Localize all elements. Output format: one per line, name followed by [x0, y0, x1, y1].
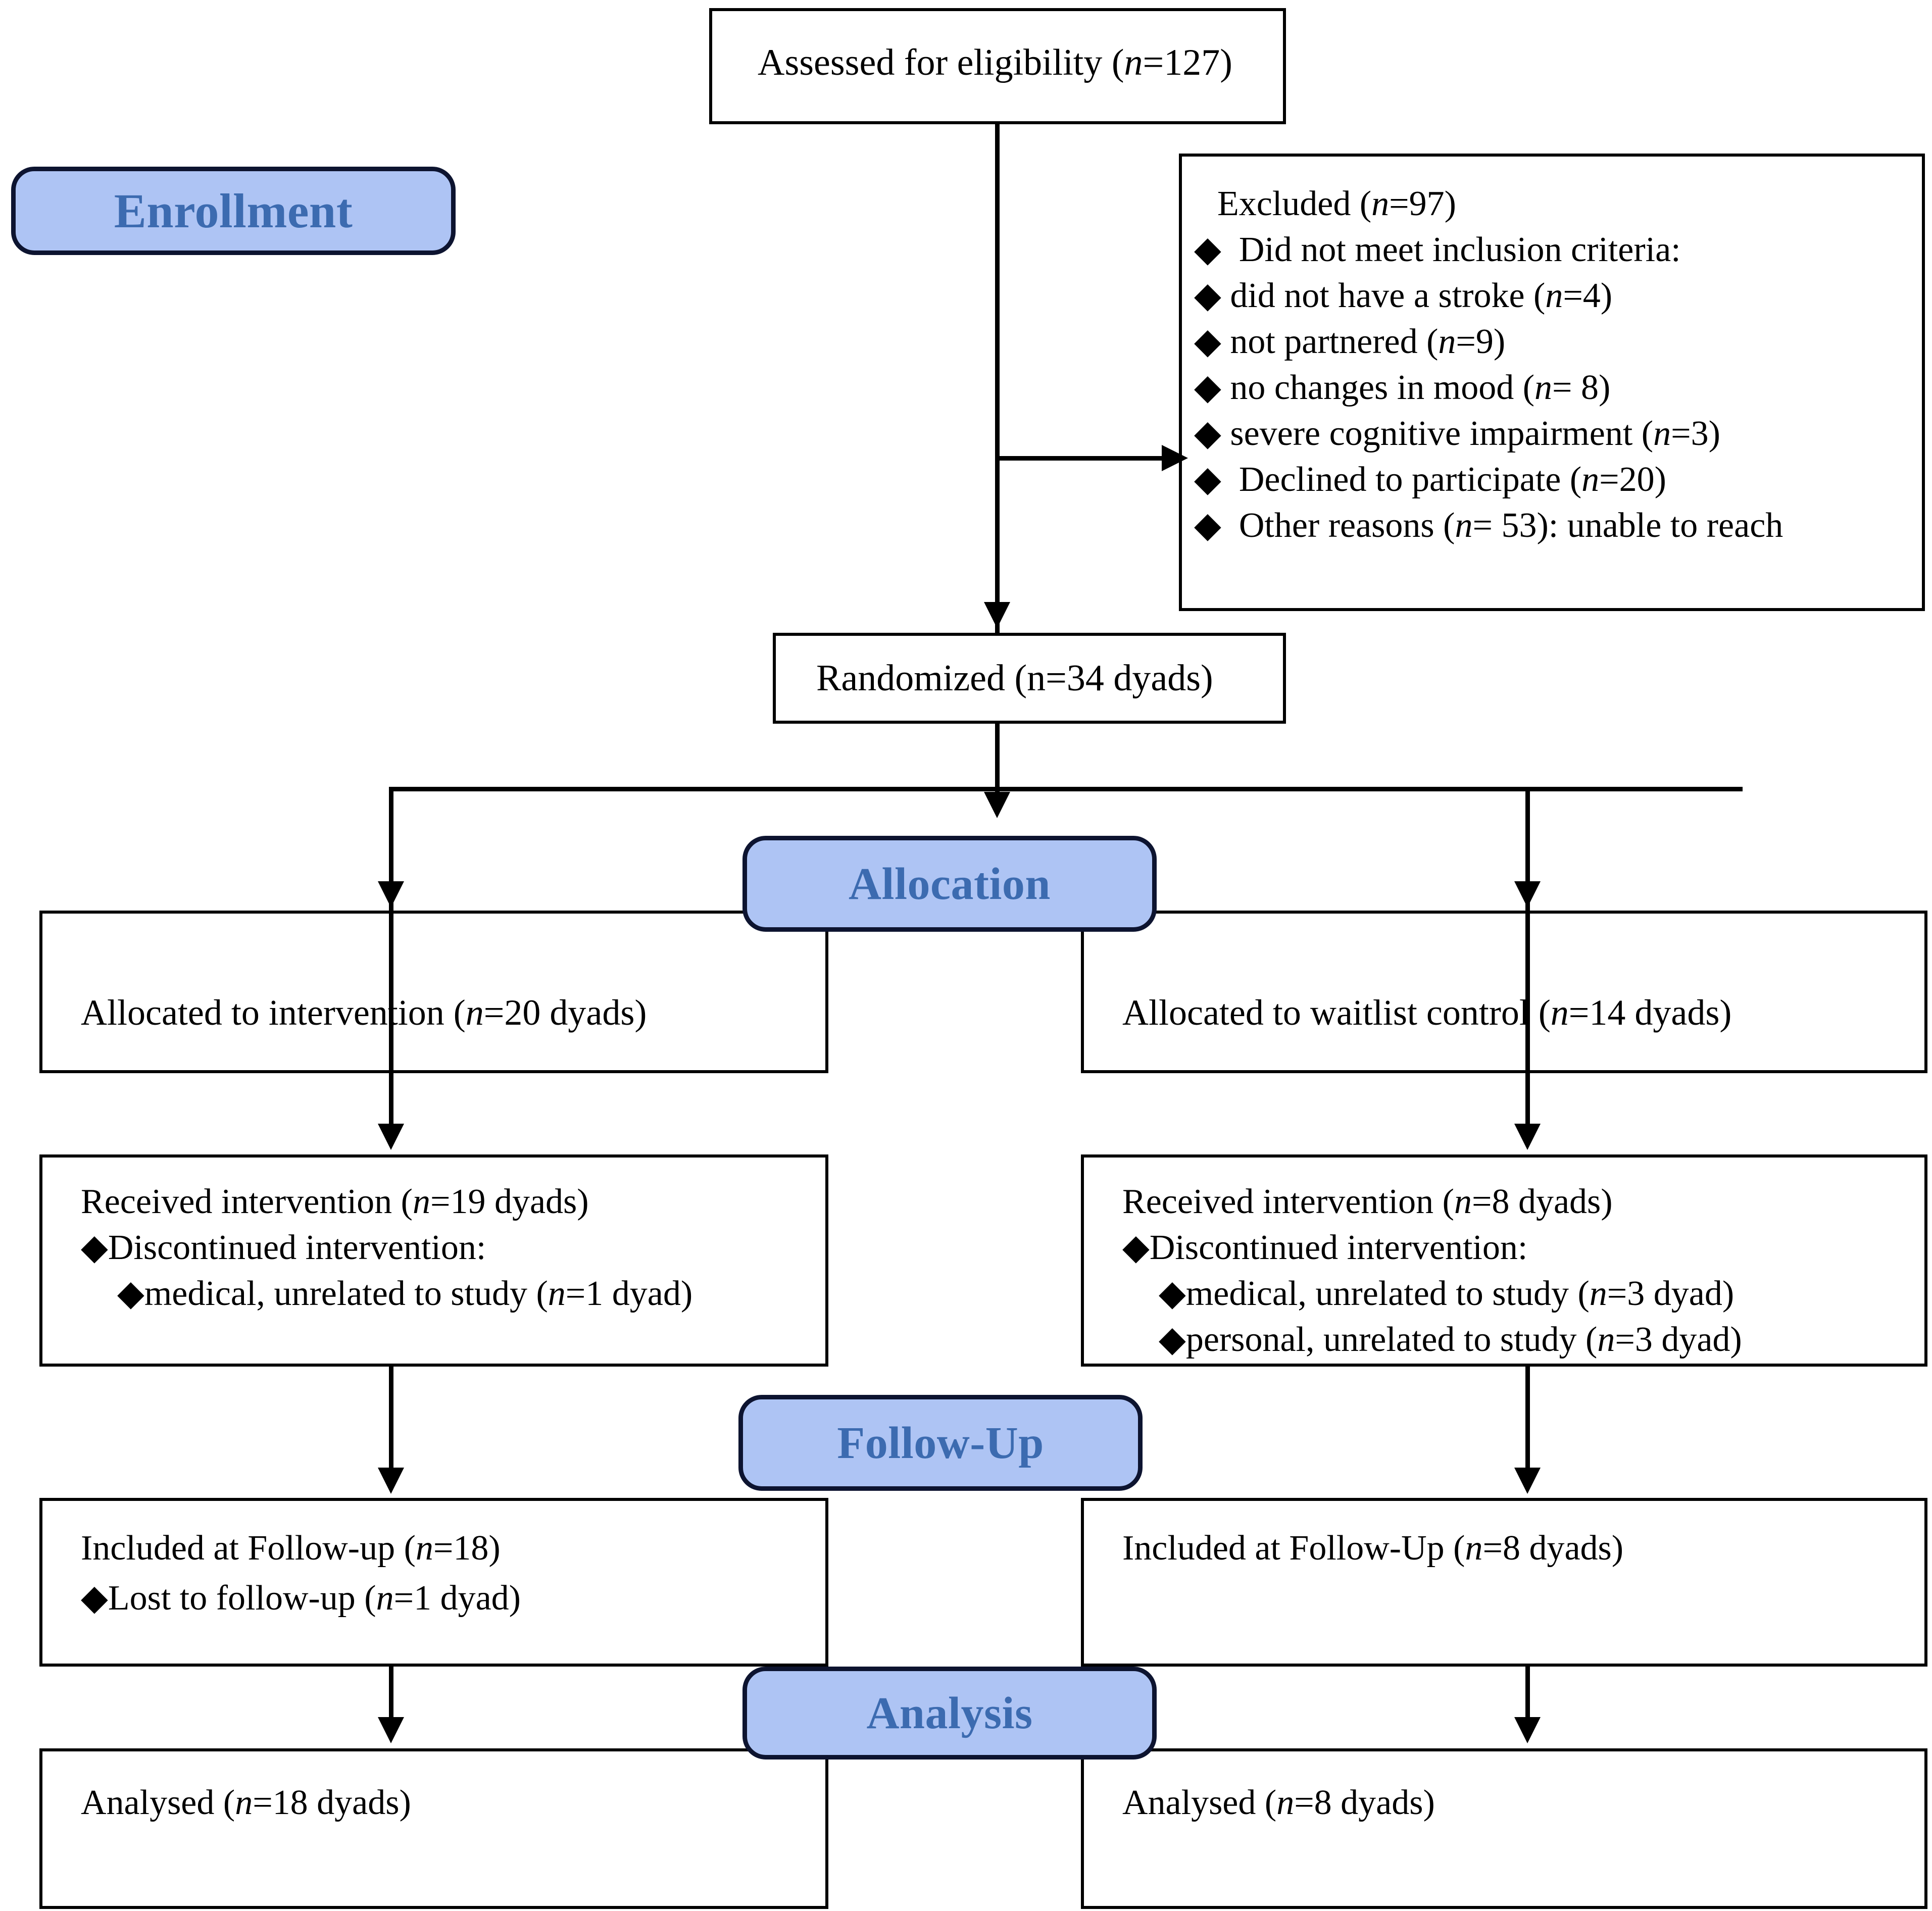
arrow-allocation-left [378, 881, 404, 908]
box-followup-left: Included at Follow-up (n=18) ◆Lost to fo… [39, 1498, 828, 1667]
arrow-assessed-to-randomized [984, 602, 1010, 628]
stage-badge-analysis-label: Analysis [866, 1688, 1033, 1738]
diamond-bullet-icon: ◆ [1159, 1320, 1186, 1359]
analysed-left-text: Analysed (n=18 dyads) [81, 1783, 411, 1822]
box-analysed-right: Analysed (n=8 dyads) [1081, 1748, 1927, 1909]
received-right-item: ◆Discontinued intervention: [1122, 1228, 1528, 1267]
arrow-left-followup-to-analysed [378, 1717, 404, 1743]
box-analysed-left: Analysed (n=18 dyads) [39, 1748, 828, 1909]
diamond-bullet-icon: ◆ [1194, 276, 1221, 315]
arrow-allocation-right [1514, 881, 1541, 908]
followup-left-item: ◆Lost to follow-up (n=1 dyad) [81, 1579, 521, 1618]
box-excluded: Excluded (n=97) ◆ Did not meet inclusion… [1179, 154, 1925, 611]
connector-trunk-to-excluded [997, 456, 1164, 461]
diamond-bullet-icon: ◆ [1194, 506, 1221, 545]
diamond-bullet-icon: ◆ [117, 1274, 144, 1313]
connector-left-followup-to-analysed [389, 1667, 393, 1722]
diamond-bullet-icon: ◆ [1194, 414, 1221, 453]
followup-left-heading: Included at Follow-up (n=18) [81, 1529, 501, 1568]
received-left-item: ◆medical, unrelated to study (n=1 dyad) [117, 1274, 693, 1313]
excluded-item: ◆ Other reasons (n= 53): unable to reach [1194, 506, 1784, 545]
connector-right-followup-to-analysed [1525, 1667, 1530, 1722]
box-received-intervention-right: Received intervention (n=8 dyads) ◆Disco… [1081, 1154, 1927, 1367]
box-randomized: Randomized (n=34 dyads) [773, 633, 1286, 724]
arrow-left-received-to-followup [378, 1468, 404, 1494]
diamond-bullet-icon: ◆ [1194, 460, 1221, 499]
received-right-heading: Received intervention (n=8 dyads) [1122, 1182, 1613, 1221]
arrow-right-followup-to-analysed [1514, 1717, 1541, 1743]
followup-right-heading: Included at Follow-Up (n=8 dyads) [1122, 1529, 1624, 1568]
excluded-item: ◆ Did not meet inclusion criteria: [1194, 230, 1681, 269]
connector-right-received-to-followup [1525, 1367, 1530, 1473]
excluded-item: ◆ severe cognitive impairment (n=3) [1194, 414, 1720, 453]
excluded-item: ◆ no changes in mood (n= 8) [1194, 368, 1611, 407]
box-followup-right: Included at Follow-Up (n=8 dyads) [1081, 1498, 1927, 1667]
stage-badge-allocation: Allocation [742, 836, 1157, 932]
excluded-item: ◆ did not have a stroke (n=4) [1194, 276, 1613, 315]
received-right-item: ◆medical, unrelated to study (n=3 dyad) [1159, 1274, 1735, 1313]
excluded-heading: Excluded (n=97) [1217, 184, 1456, 223]
diamond-bullet-icon: ◆ [1194, 368, 1221, 407]
connector-allocation-right-drop [1525, 787, 1530, 1075]
received-right-item: ◆personal, unrelated to study (n=3 dyad) [1159, 1320, 1742, 1359]
connector-right-allocated-to-received [1525, 1073, 1530, 1129]
stage-badge-followup: Follow-Up [738, 1395, 1143, 1491]
received-left-heading: Received intervention (n=19 dyads) [81, 1182, 589, 1221]
stage-badge-analysis: Analysis [742, 1667, 1157, 1759]
diamond-bullet-icon: ◆ [1194, 230, 1221, 269]
diamond-bullet-icon: ◆ [1122, 1228, 1150, 1267]
allocated-intervention-text: Allocated to intervention (n=20 dyads) [81, 992, 647, 1033]
excluded-item: ◆ not partnered (n=9) [1194, 322, 1506, 361]
diamond-bullet-icon: ◆ [81, 1579, 108, 1618]
box-allocated-waitlist-control: Allocated to waitlist control (n=14 dyad… [1081, 911, 1927, 1073]
connector-randomized-down [995, 724, 1000, 797]
stage-badge-followup-label: Follow-Up [837, 1418, 1044, 1468]
connector-assessed-to-randomized [995, 124, 1000, 634]
stage-badge-allocation-label: Allocation [849, 859, 1051, 909]
connector-left-allocated-to-received [389, 1073, 393, 1129]
box-allocated-intervention: Allocated to intervention (n=20 dyads) [39, 911, 828, 1073]
received-left-item: ◆Discontinued intervention: [81, 1228, 486, 1267]
analysed-right-text: Analysed (n=8 dyads) [1122, 1783, 1435, 1822]
connector-allocation-splitter [389, 787, 1743, 791]
arrow-trunk-to-excluded [1162, 445, 1188, 471]
arrow-right-received-to-followup [1514, 1468, 1541, 1494]
diamond-bullet-icon: ◆ [81, 1228, 108, 1267]
stage-badge-enrollment-label: Enrollment [114, 184, 353, 238]
connector-left-received-to-followup [389, 1367, 393, 1473]
assessed-text: Assessed for eligibility (n=127) [758, 42, 1232, 83]
connector-allocation-left-drop [389, 787, 393, 1075]
arrow-right-allocated-to-received [1514, 1124, 1541, 1150]
allocated-control-text: Allocated to waitlist control (n=14 dyad… [1122, 992, 1732, 1033]
box-received-intervention-left: Received intervention (n=19 dyads) ◆Disc… [39, 1154, 828, 1367]
excluded-item: ◆ Declined to participate (n=20) [1194, 460, 1666, 499]
randomized-text: Randomized (n=34 dyads) [816, 658, 1213, 699]
arrow-randomized-down [984, 792, 1010, 818]
diamond-bullet-icon: ◆ [1159, 1274, 1186, 1313]
arrow-left-allocated-to-received [378, 1124, 404, 1150]
box-assessed-for-eligibility: Assessed for eligibility (n=127) [709, 8, 1286, 124]
stage-badge-enrollment: Enrollment [11, 167, 456, 255]
diamond-bullet-icon: ◆ [1194, 322, 1221, 361]
